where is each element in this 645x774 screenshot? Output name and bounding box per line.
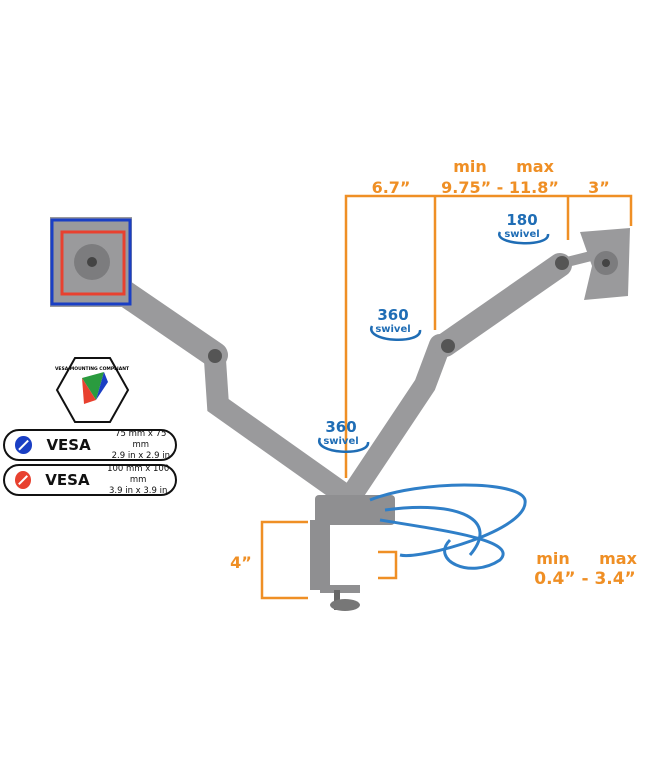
red-marker-icon [15,471,32,489]
left-vesa-plate [50,217,132,307]
svg-text:swivel: swivel [323,436,358,447]
usb-cables [369,483,527,570]
desk-min-label: min [536,549,570,568]
arm-joints [208,256,569,363]
dimension-lines [260,194,633,600]
svg-text:swivel: swivel [504,229,539,240]
right-vesa-plate [580,228,630,300]
rotate-arrow-icon [318,437,370,453]
monitor-arms [107,250,600,506]
rotate-arrow-icon [370,325,422,341]
arm-range-label: 9.75” - 11.8” [441,178,559,197]
swivel-180: 180 swivel [498,211,550,245]
rotate-arrow-icon [498,231,550,245]
blue-marker-icon [15,436,33,454]
desk-clamp [310,495,395,611]
vesa-compliant-badge: VESA MOUNTING COMPLIANT [55,357,130,423]
desk-max-label: max [599,549,637,568]
svg-text:180: 180 [506,211,537,229]
clamp-height-label: 4” [230,553,252,572]
arm-offset-label: 6.7” [372,178,411,197]
svg-text:swivel: swivel [375,324,410,335]
svg-text:VESA MOUNTING COMPLIANT: VESA MOUNTING COMPLIANT [55,366,130,372]
arm-max-label: max [516,157,554,176]
bracket-label: 3” [588,178,610,197]
svg-text:360: 360 [325,418,356,436]
desk-range-label: 0.4” - 3.4” [534,569,635,589]
swivel-360-upper: 360 swivel [370,306,422,341]
svg-text:360: 360 [377,306,408,324]
swivel-360-lower: 360 swivel [318,418,370,453]
arm-min-label: min [453,157,487,176]
